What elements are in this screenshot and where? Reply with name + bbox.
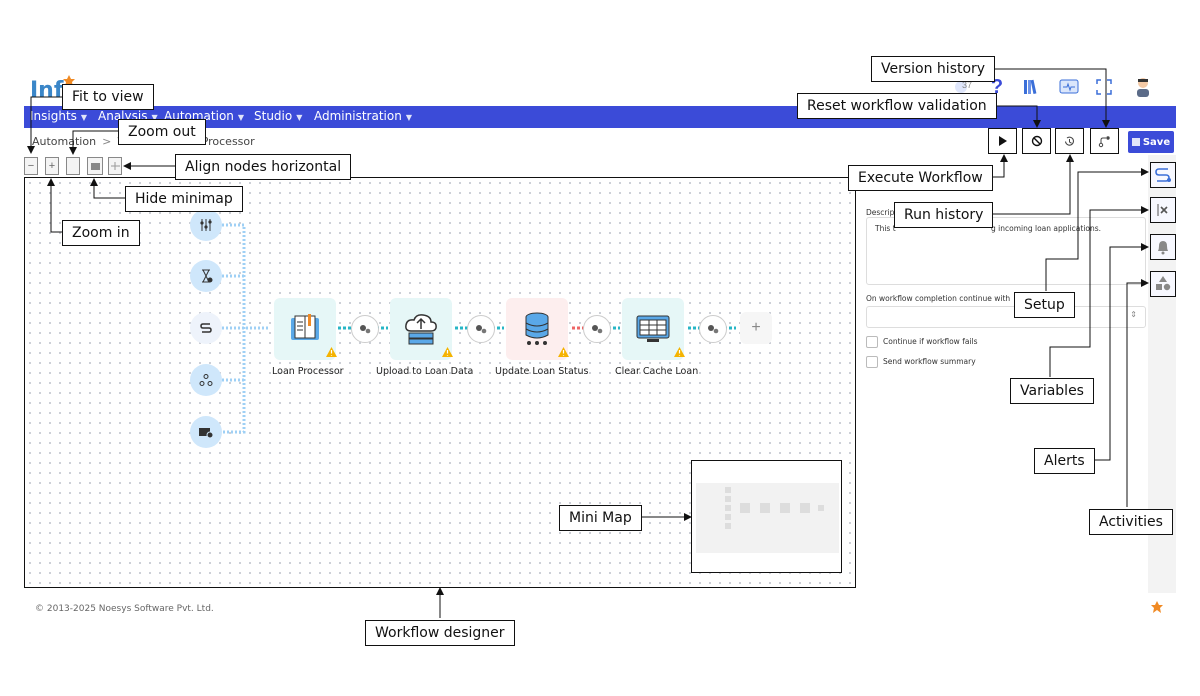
- node-upload-loan-data[interactable]: [390, 298, 453, 360]
- callout-version-history: Version history: [871, 56, 996, 82]
- callout-workflow-designer: Workflow designer: [365, 620, 515, 646]
- sliders-icon: [200, 219, 212, 231]
- warning-icon: [326, 347, 337, 357]
- variables-icon: [1157, 204, 1168, 216]
- callout-zoom-out: Zoom out: [118, 119, 206, 145]
- version-history-button[interactable]: [1090, 128, 1119, 154]
- align-nodes-button[interactable]: [108, 157, 122, 175]
- play-icon: [998, 136, 1007, 146]
- setup-icon: [1155, 168, 1171, 182]
- schedule-trigger[interactable]: [190, 260, 222, 292]
- library-icon[interactable]: [1020, 76, 1042, 98]
- reset-icon: [1031, 135, 1042, 147]
- email-icon: [199, 428, 214, 439]
- save-button[interactable]: Save: [1128, 131, 1174, 153]
- zoom-out-small-button[interactable]: −: [24, 157, 38, 175]
- reset-validation-button[interactable]: [1022, 128, 1051, 154]
- callout-mini-map: Mini Map: [559, 505, 642, 531]
- book-icon: [291, 314, 319, 340]
- completion-label: On workflow completion continue with: [866, 294, 1011, 303]
- step-settings-icon[interactable]: [699, 315, 727, 343]
- sliders-trigger[interactable]: [190, 209, 222, 241]
- completion-select[interactable]: ⇕: [866, 306, 1146, 328]
- node-label: Update Loan Status: [495, 366, 589, 377]
- setup-button[interactable]: [1150, 162, 1176, 188]
- activities-button[interactable]: [1150, 271, 1176, 297]
- execute-workflow-button[interactable]: [988, 128, 1017, 154]
- node-label: Upload to Loan Data: [376, 366, 474, 377]
- description-label: Descrip: [866, 208, 895, 217]
- webhook-icon: [199, 374, 213, 386]
- callout-alerts: Alerts: [1034, 448, 1095, 474]
- continue-if-fails-checkbox[interactable]: Continue if workflow fails: [866, 336, 978, 348]
- callout-align-nodes: Align nodes horizontal: [175, 154, 352, 180]
- nav-item-insights[interactable]: Insights▼: [30, 109, 88, 123]
- alerts-button[interactable]: [1150, 234, 1176, 260]
- database-icon: [525, 312, 549, 345]
- node-clear-cache-loan[interactable]: [622, 298, 685, 360]
- cloud-upload-icon: [405, 314, 437, 345]
- node-label: Clear Cache Loan: [615, 366, 699, 377]
- nav-item-administration[interactable]: Administration▼: [314, 109, 412, 123]
- mini-map[interactable]: [691, 460, 842, 573]
- align-icon: [110, 162, 120, 170]
- zoom-in-button[interactable]: +: [45, 157, 59, 175]
- callout-setup: Setup: [1014, 292, 1075, 318]
- node-loan-processor[interactable]: [274, 298, 337, 360]
- switch-icon: [200, 323, 212, 333]
- send-summary-checkbox[interactable]: Send workflow summary: [866, 356, 976, 368]
- callout-activities: Activities: [1089, 509, 1173, 535]
- shapes-icon: [1156, 276, 1171, 291]
- hide-minimap-button[interactable]: [87, 157, 103, 175]
- warning-icon: [442, 347, 453, 357]
- step-settings-icon[interactable]: [351, 315, 379, 343]
- run-history-button[interactable]: [1055, 128, 1084, 154]
- step-settings-icon[interactable]: [467, 315, 495, 343]
- nav-item-studio[interactable]: Studio▼: [254, 109, 303, 123]
- notifications-icon[interactable]: 37: [950, 76, 972, 98]
- minimap-icon: [90, 162, 100, 170]
- monitor-icon[interactable]: [1058, 76, 1080, 98]
- user-avatar[interactable]: [1132, 76, 1154, 98]
- hourglass-icon: [202, 269, 213, 283]
- variables-button[interactable]: [1150, 197, 1176, 223]
- callout-execute-workflow: Execute Workflow: [848, 165, 993, 191]
- callout-variables: Variables: [1010, 378, 1094, 404]
- callout-fit-to-view: Fit to view: [62, 84, 154, 110]
- bell-icon: [1158, 241, 1168, 255]
- fullscreen-icon[interactable]: [1093, 76, 1115, 98]
- version-icon: [1098, 135, 1110, 147]
- node-update-loan-status[interactable]: [506, 298, 569, 360]
- breadcrumb-root[interactable]: Automation: [32, 135, 97, 148]
- callout-reset-validation: Reset workflow validation: [797, 93, 997, 119]
- node-label: Loan Processor: [272, 366, 344, 377]
- step-settings-icon[interactable]: [583, 315, 611, 343]
- callout-run-history: Run history: [894, 202, 994, 228]
- zoom-out-button[interactable]: [66, 157, 80, 175]
- webhook-trigger[interactable]: [190, 364, 222, 396]
- notification-count: 37: [962, 80, 973, 90]
- breadcrumb-current: Processor: [201, 135, 255, 148]
- history-icon: [1064, 136, 1074, 146]
- description-field[interactable]: This t g incoming loan applications.: [866, 217, 1146, 285]
- save-icon: [1131, 138, 1140, 146]
- table-icon: [636, 315, 670, 342]
- callout-zoom-in: Zoom in: [62, 220, 140, 246]
- email-trigger[interactable]: [190, 416, 222, 448]
- warning-icon: [558, 347, 569, 357]
- warning-icon: [674, 347, 685, 357]
- switch-trigger[interactable]: [190, 312, 222, 344]
- footer-logo-icon: [1151, 601, 1163, 613]
- add-node-button[interactable]: +: [740, 312, 772, 344]
- footer-copyright: © 2013-2025 Noesys Software Pvt. Ltd.: [35, 604, 214, 614]
- callout-hide-minimap: Hide minimap: [125, 186, 243, 212]
